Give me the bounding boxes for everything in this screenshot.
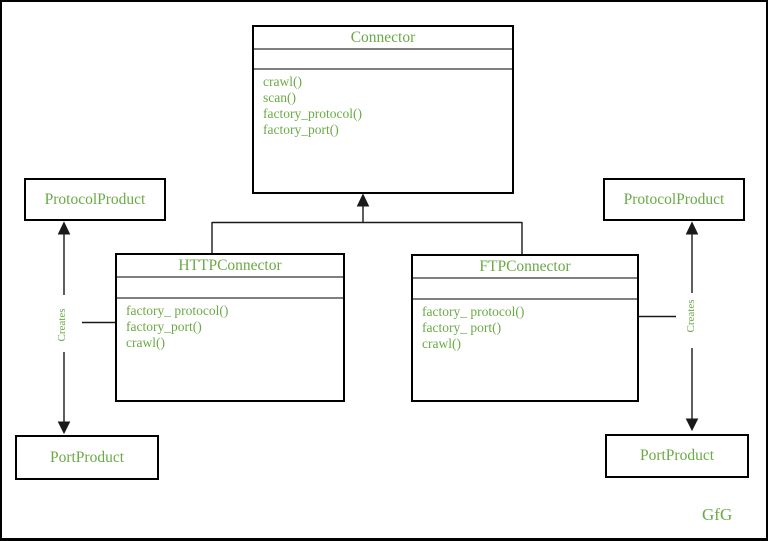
method-item: factory_port()	[263, 122, 339, 137]
method-item: factory_protocol()	[263, 106, 362, 121]
gfg-watermark: GfG	[702, 505, 733, 524]
product-box-protocolproduct-left: ProtocolProduct	[24, 178, 166, 221]
method-item: crawl()	[422, 336, 461, 351]
method-item: factory_ port()	[422, 320, 502, 335]
method-item: crawl()	[263, 74, 302, 89]
class-methods-httpconnector: factory_ protocol() factory_port() crawl…	[117, 299, 343, 351]
method-item: scan()	[263, 90, 296, 105]
class-title-httpconnector: HTTPConnector	[117, 255, 343, 278]
generalization-arrowhead-icon	[356, 193, 370, 207]
product-box-portproduct-left: PortProduct	[15, 435, 159, 480]
method-item: factory_ protocol()	[126, 303, 229, 318]
product-box-protocolproduct-right: ProtocolProduct	[603, 178, 745, 221]
product-box-portproduct-right: PortProduct	[605, 434, 749, 478]
class-methods-ftpconnector: factory_ protocol() factory_ port() craw…	[413, 300, 637, 352]
class-attributes-httpconnector	[117, 278, 343, 299]
right-up-arrowhead-icon	[685, 221, 699, 235]
method-item: factory_port()	[126, 319, 202, 334]
class-box-httpconnector: HTTPConnector factory_ protocol() factor…	[115, 253, 345, 402]
method-item: crawl()	[126, 335, 165, 350]
left-down-arrowhead-icon	[57, 421, 71, 435]
class-box-connector: Connector crawl() scan() factory_protoco…	[252, 25, 514, 194]
class-attributes-ftpconnector	[413, 279, 637, 300]
class-title-connector: Connector	[254, 27, 512, 50]
class-methods-connector: crawl() scan() factory_protocol() factor…	[254, 70, 512, 138]
left-up-arrowhead-icon	[57, 221, 71, 235]
class-attributes-connector	[254, 50, 512, 70]
class-box-ftpconnector: FTPConnector factory_ protocol() factory…	[411, 254, 639, 402]
method-item: factory_ protocol()	[422, 304, 525, 319]
right-down-arrowhead-icon	[685, 418, 699, 432]
creates-label-right: Creates	[685, 299, 697, 333]
class-title-ftpconnector: FTPConnector	[413, 256, 637, 279]
creates-label-left: Creates	[56, 308, 68, 342]
